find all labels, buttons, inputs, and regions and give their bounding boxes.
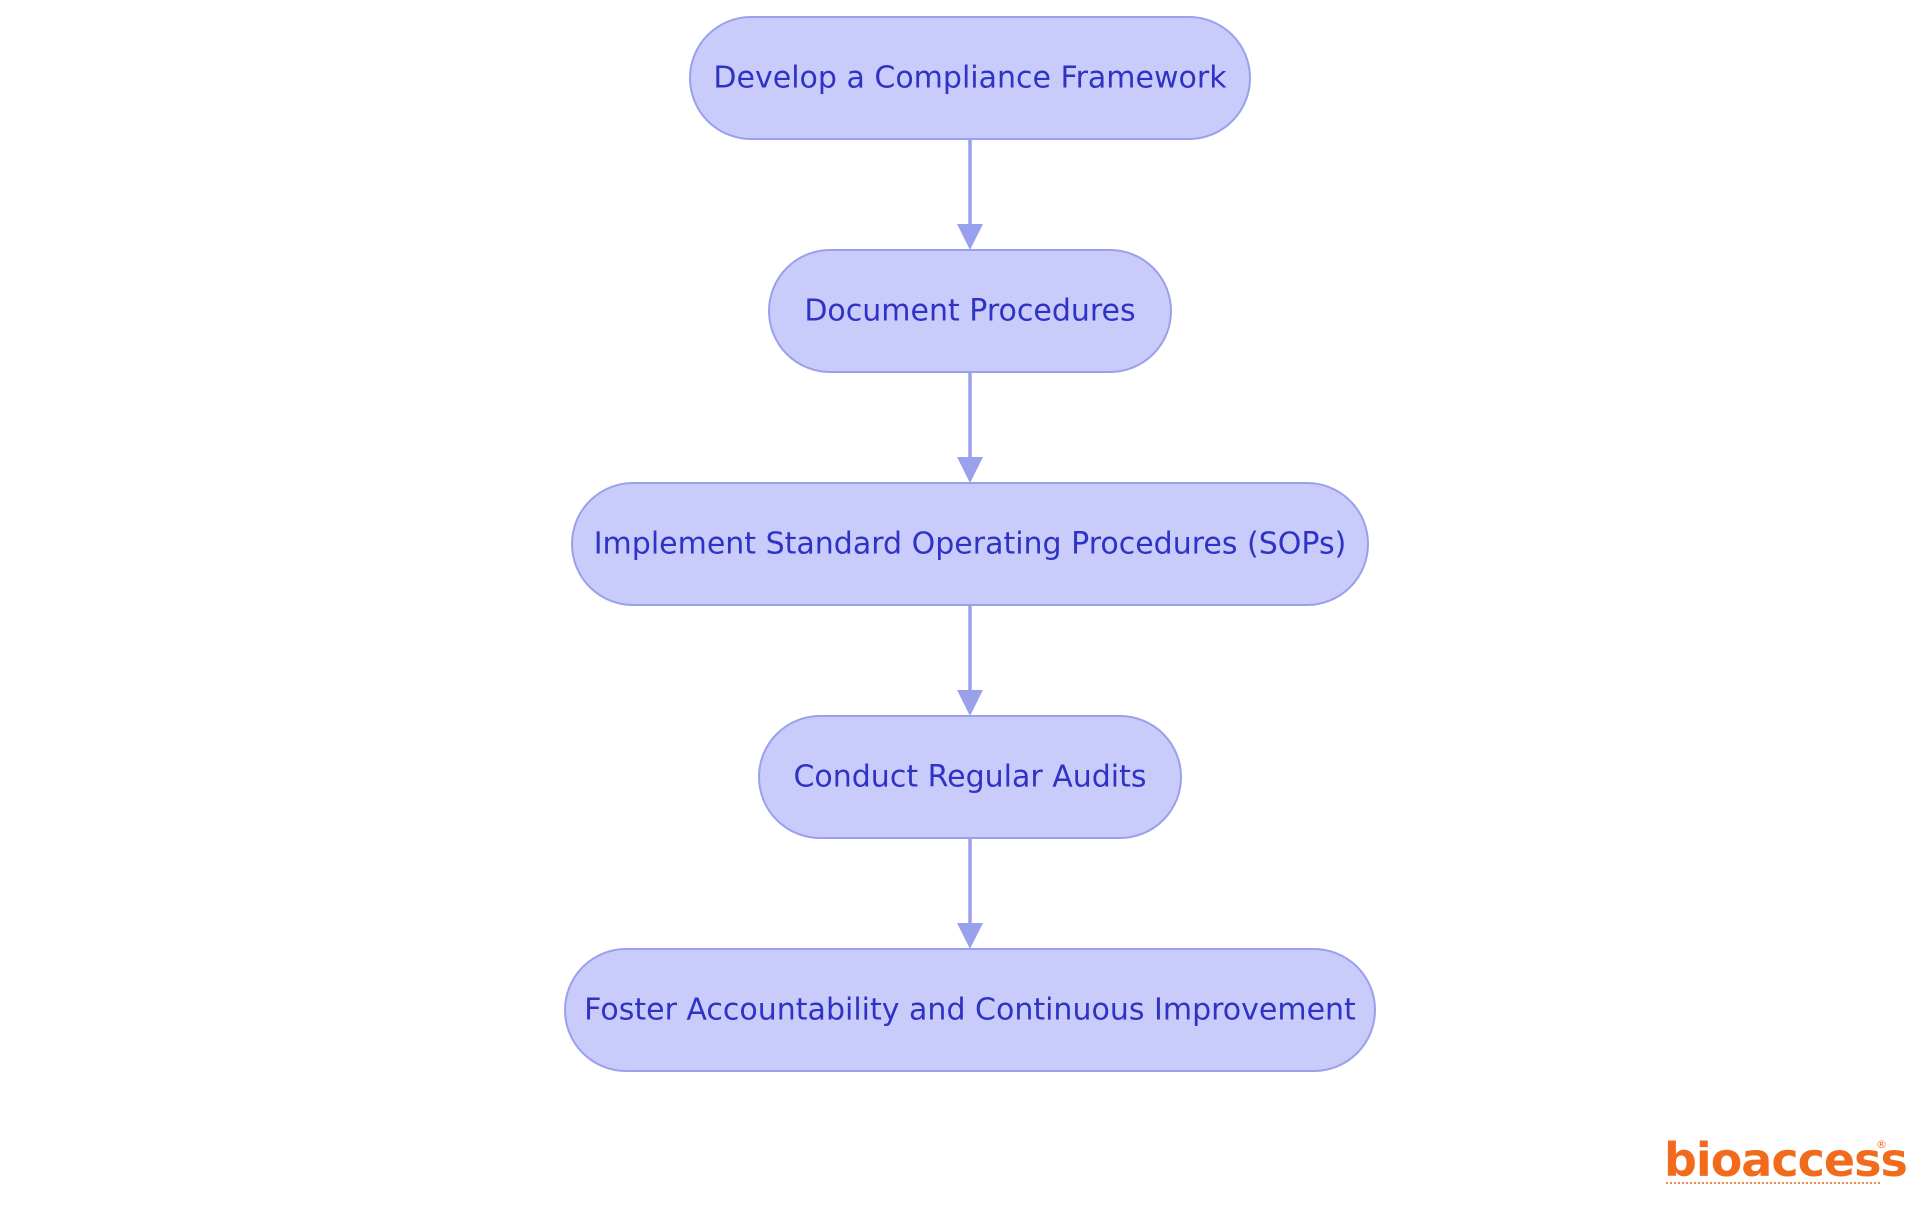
node-document-procedures: Document Procedures	[768, 249, 1172, 373]
node-shape	[564, 948, 1376, 1072]
bioaccess-logo: bioaccess ®	[1664, 1133, 1908, 1189]
node-shape	[689, 16, 1251, 140]
node-shape	[758, 715, 1182, 839]
node-label: Implement Standard Operating Procedures …	[594, 527, 1347, 562]
node-foster-accountability: Foster Accountability and Continuous Imp…	[564, 948, 1376, 1072]
node-label: Document Procedures	[804, 294, 1135, 329]
arrowhead-icon	[957, 923, 983, 949]
node-shape	[571, 482, 1369, 606]
logo-tagline	[1666, 1182, 1880, 1187]
node-develop-compliance-framework: Develop a Compliance Framework	[689, 16, 1251, 140]
arrowhead-icon	[957, 457, 983, 483]
node-shape	[768, 249, 1172, 373]
node-implement-sops: Implement Standard Operating Procedures …	[571, 482, 1369, 606]
node-conduct-regular-audits: Conduct Regular Audits	[758, 715, 1182, 839]
arrowhead-icon	[957, 690, 983, 716]
node-label: Foster Accountability and Continuous Imp…	[584, 993, 1356, 1028]
logo-wordmark: bioaccess	[1664, 1133, 1908, 1187]
arrowhead-icon	[957, 224, 983, 250]
node-label: Develop a Compliance Framework	[713, 61, 1227, 96]
node-label: Conduct Regular Audits	[793, 760, 1146, 795]
registered-mark-icon: ®	[1876, 1138, 1887, 1151]
